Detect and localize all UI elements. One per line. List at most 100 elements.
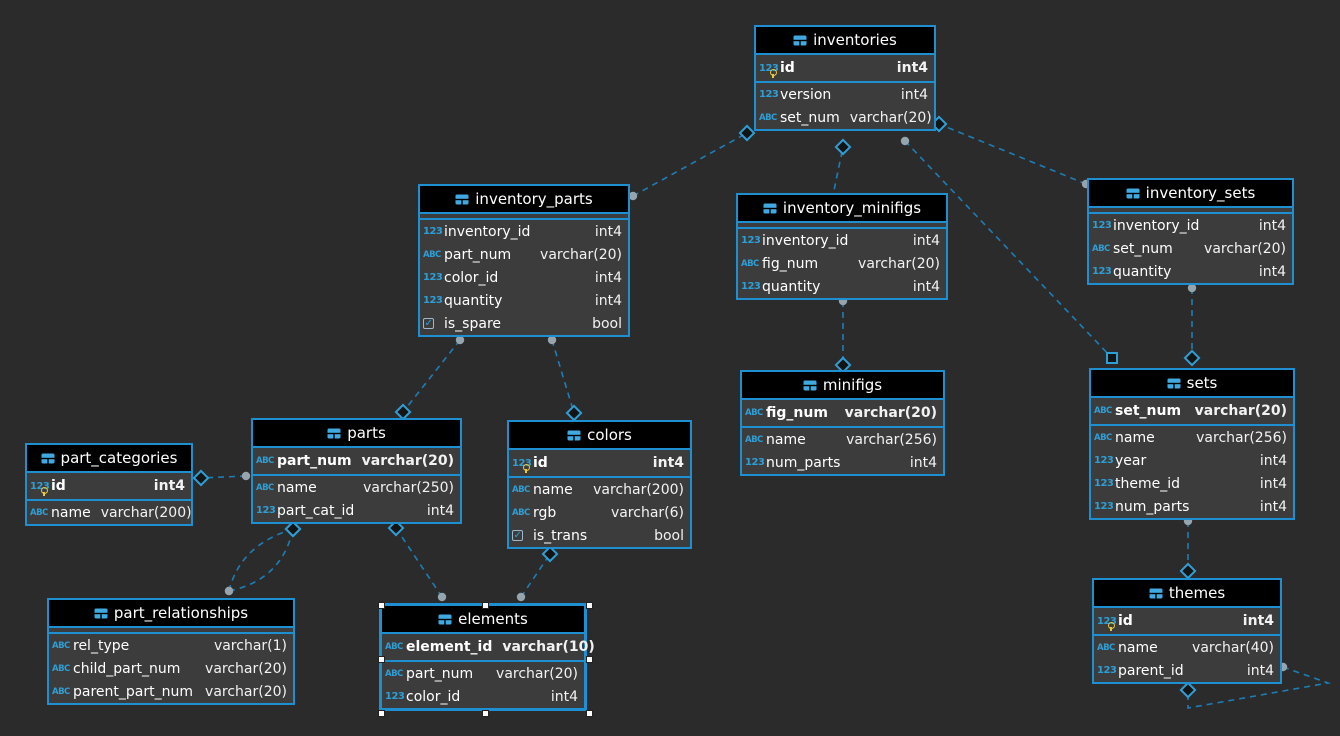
entity-header[interactable]: part_categories	[27, 445, 191, 473]
relationship-line-elements-colors[interactable]	[520, 553, 551, 598]
entity-header[interactable]: elements	[382, 606, 584, 634]
column-type: varchar(20)	[205, 660, 287, 677]
column-name: fig_num	[766, 405, 828, 421]
primary-key-compartment	[420, 214, 628, 220]
relationship-line-elements-parts[interactable]	[395, 527, 443, 598]
pk-end-diamond	[1179, 562, 1197, 580]
entity-header[interactable]: minifigs	[742, 372, 943, 400]
entity-header[interactable]: part_relationships	[49, 600, 293, 628]
relationship-line-part_relationships-parts-parent[interactable]	[228, 528, 294, 592]
relationship-line-themes-themes[interactable]	[1187, 666, 1332, 709]
entity-header[interactable]: inventory_minifigs	[738, 195, 946, 223]
column-name: name	[277, 479, 317, 496]
column-name: rel_type	[73, 637, 130, 654]
entity-header[interactable]: inventory_sets	[1089, 180, 1292, 208]
entity-header[interactable]: colors	[509, 422, 690, 450]
pk-end-diamond	[284, 520, 302, 538]
relationship-line-inventories-sets[interactable]	[904, 140, 1113, 359]
relationship-line-inventory_minifigs-inventories[interactable]	[831, 146, 844, 201]
column-type: varchar(20)	[1204, 240, 1286, 257]
number-type-icon: 123	[741, 235, 761, 246]
entity-header[interactable]: inventory_parts	[420, 186, 628, 214]
relationship-line-inventory_sets-inventories[interactable]	[938, 123, 1087, 185]
selection-handle[interactable]	[378, 656, 385, 663]
relationship-line-inventory_parts-parts[interactable]	[402, 339, 461, 413]
entity-header[interactable]: sets	[1091, 370, 1293, 398]
selection-handle[interactable]	[378, 710, 385, 717]
relationship-line-inventory_parts-inventories[interactable]	[632, 132, 748, 197]
entity-header[interactable]: inventories	[756, 27, 934, 55]
column-name: quantity	[444, 292, 503, 309]
selection-handle[interactable]	[586, 710, 593, 717]
selection-handle[interactable]	[378, 602, 385, 609]
relationship-line-inventory_parts-colors[interactable]	[551, 339, 575, 414]
column-type: bool	[654, 527, 684, 544]
selection-handle[interactable]	[586, 656, 593, 663]
number-type-icon: 123	[423, 272, 443, 283]
column-type: varchar(256)	[1196, 429, 1287, 446]
entity-header[interactable]: parts	[253, 420, 460, 448]
relationship-line-part_relationships-parts-child[interactable]	[228, 528, 294, 592]
column-name: element_id	[406, 639, 493, 655]
selection-handle[interactable]	[482, 710, 489, 717]
selection-handle[interactable]	[482, 602, 489, 609]
pk-end-diamond	[541, 545, 559, 563]
selection-handle[interactable]	[586, 602, 593, 609]
entity-header[interactable]: themes	[1094, 580, 1280, 608]
